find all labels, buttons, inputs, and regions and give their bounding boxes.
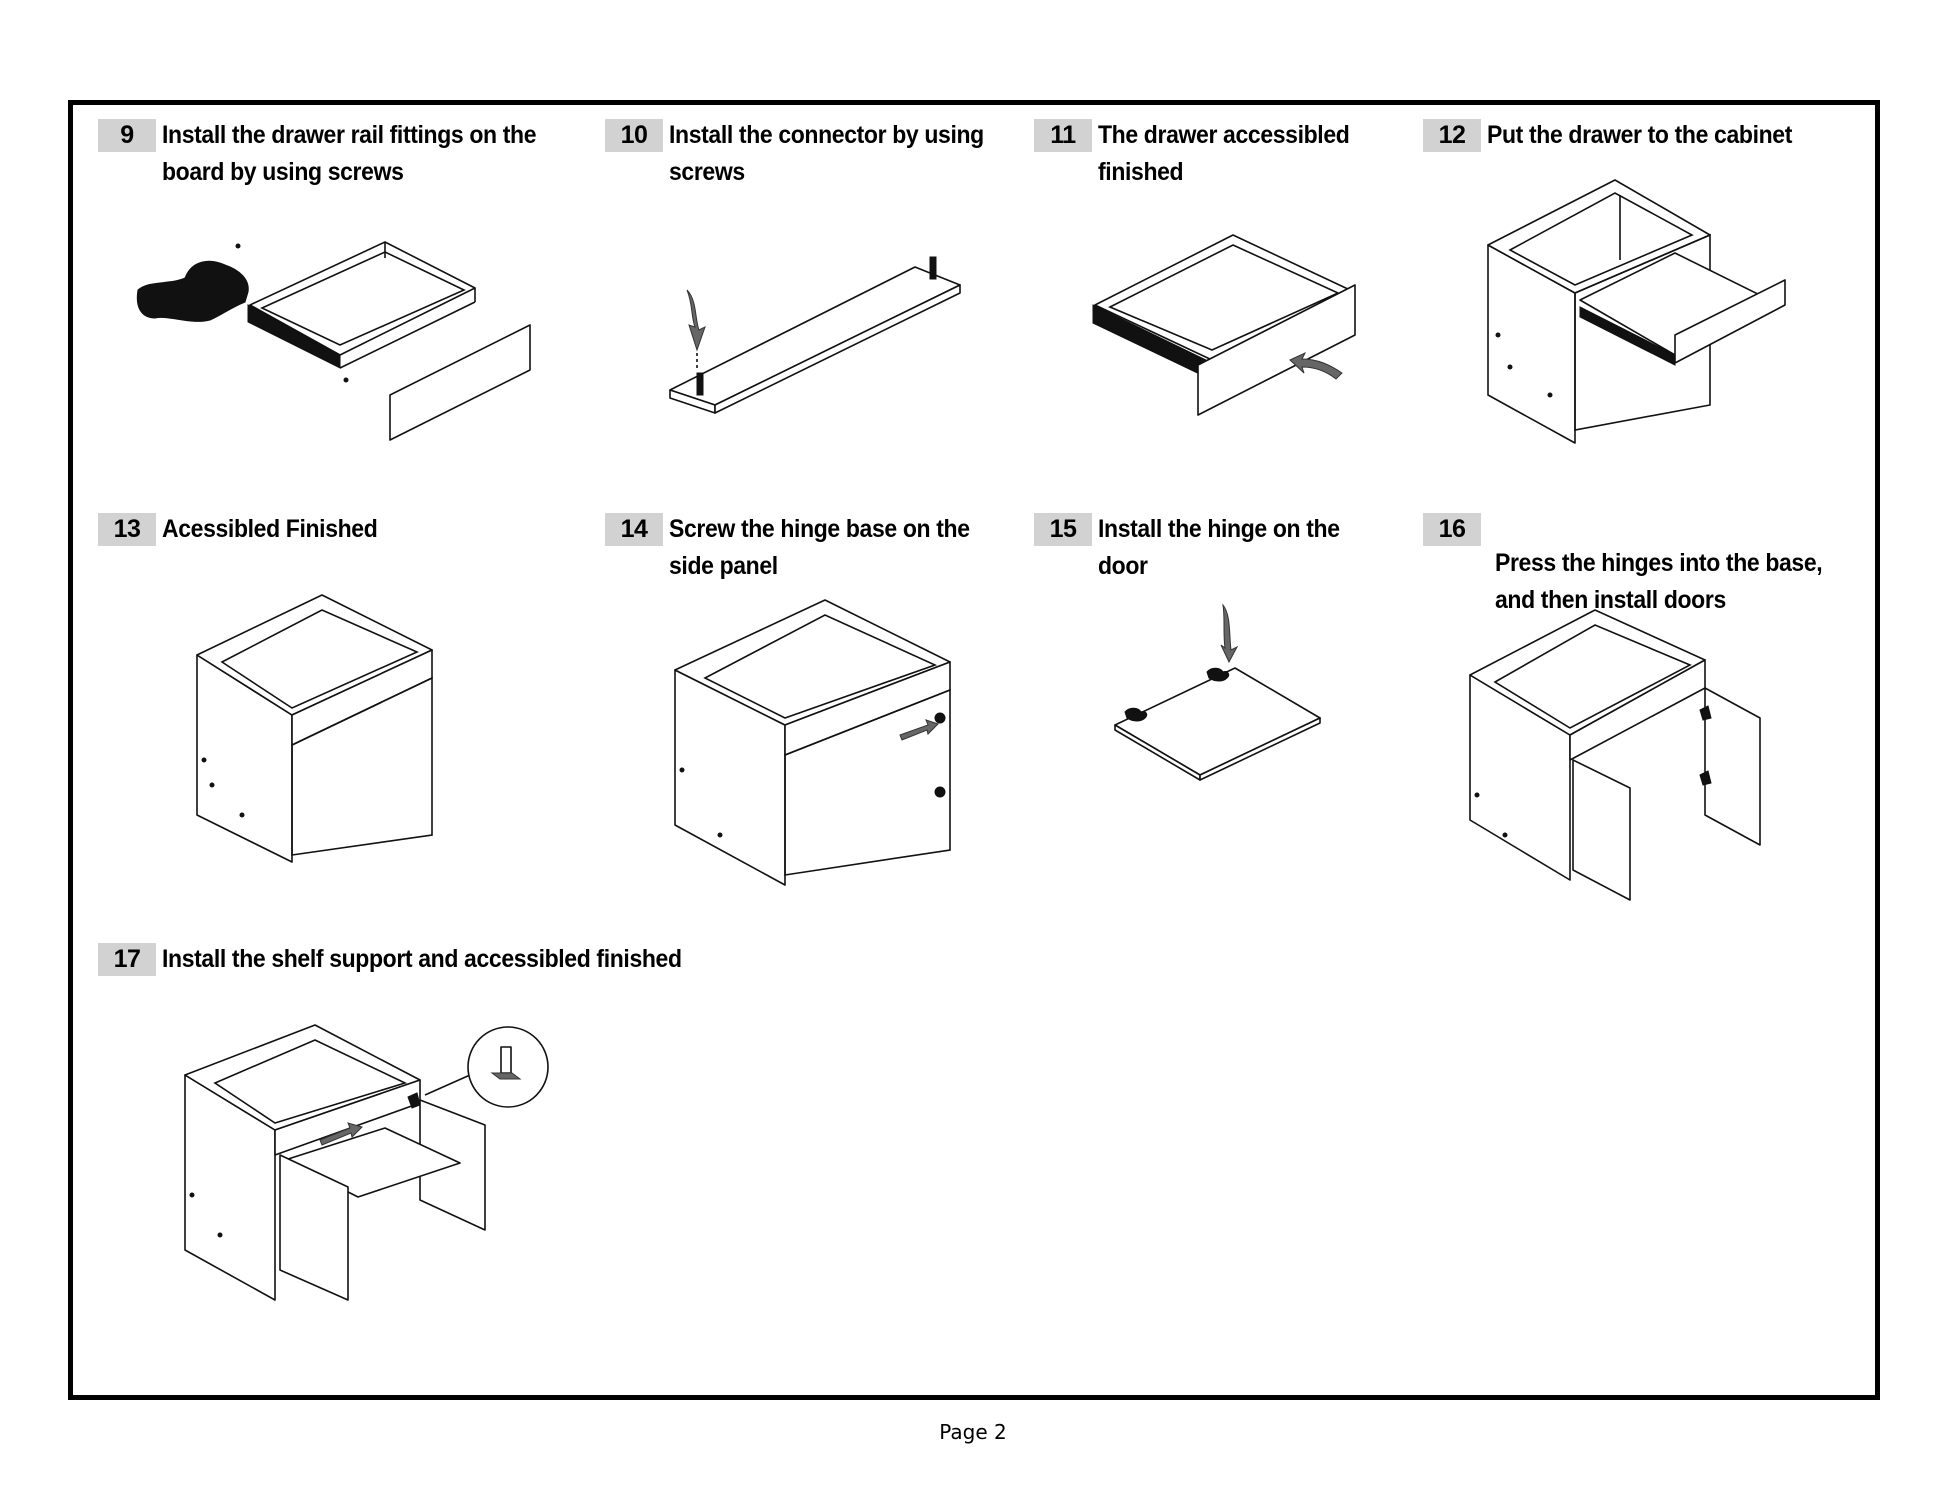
- left-door: [1573, 760, 1630, 900]
- drawer-front-panel: [390, 325, 530, 440]
- connector-icon: [697, 373, 703, 395]
- hinge-icon: [1207, 668, 1229, 681]
- drawer-front: [1675, 280, 1785, 363]
- step-10-heading: 10 Install the connector by using screws: [605, 119, 1039, 191]
- step-14-illustration: [670, 600, 960, 890]
- hinge-base-icon: [935, 713, 945, 723]
- step-11-illustration: [1090, 235, 1370, 395]
- step-9-heading: 9 Install the drawer rail fittings on th…: [98, 119, 582, 191]
- step-16-heading: 16: [1423, 513, 1487, 546]
- step-16-title: Press the hinges into the base, and then…: [1495, 549, 1823, 614]
- step-17-heading: 17 Install the shelf support and accessi…: [98, 943, 862, 978]
- shelf-support-icon: [501, 1047, 511, 1073]
- hinge-icon: [408, 1093, 420, 1108]
- step-number-badge: 12: [1423, 119, 1481, 152]
- left-door: [280, 1155, 348, 1300]
- board: [670, 267, 960, 405]
- step-16-illustration: [1465, 610, 1775, 900]
- hinge-icon: [1700, 706, 1711, 720]
- step-number-badge: 16: [1423, 513, 1481, 546]
- hinge-icon: [1125, 708, 1147, 721]
- door-panel: [1115, 668, 1320, 775]
- step-title: Install the connector by using screws: [669, 121, 984, 186]
- step-number-badge: 10: [605, 119, 663, 152]
- step-title: Acessibled Finished: [162, 515, 378, 543]
- step-title: Install the drawer rail fittings on the …: [162, 121, 537, 186]
- step-13-illustration: [192, 590, 442, 860]
- step-12-heading: 12 Put the drawer to the cabinet: [1423, 119, 1867, 154]
- step-11-heading: 11 The drawer accessibled finished: [1034, 119, 1408, 191]
- step-10-illustration: [665, 255, 975, 405]
- arrow-down-icon: [687, 290, 705, 350]
- hinge-icon: [1700, 771, 1711, 785]
- step-12-illustration: [1480, 175, 1810, 445]
- step-number-badge: 13: [98, 513, 156, 546]
- right-door: [1705, 688, 1760, 845]
- drawer-front-panel: [1198, 285, 1355, 415]
- step-13-heading: 13 Acessibled Finished: [98, 513, 582, 548]
- step-17-illustration: [180, 1025, 570, 1325]
- step-15-heading: 15 Install the hinge on the door: [1034, 513, 1398, 585]
- step-number-badge: 9: [98, 119, 156, 152]
- step-title: Put the drawer to the cabinet: [1487, 121, 1792, 149]
- drill-icon: [137, 261, 248, 321]
- step-title: The drawer accessibled finished: [1098, 121, 1350, 186]
- page-frame: [68, 100, 1880, 1400]
- step-number-badge: 17: [98, 943, 156, 976]
- arrow-icon: [900, 720, 938, 740]
- arrow-icon: [320, 1123, 362, 1145]
- step-title: Screw the hinge base on the side panel: [669, 515, 970, 580]
- page-number: Page 2: [939, 1420, 1007, 1444]
- step-number-badge: 14: [605, 513, 663, 546]
- step-title: Install the shelf support and accessible…: [162, 945, 682, 973]
- step-number-badge: 11: [1034, 119, 1092, 152]
- step-number-badge: 15: [1034, 513, 1092, 546]
- step-title: Install the hinge on the door: [1098, 515, 1340, 580]
- step-14-heading: 14 Screw the hinge base on the side pane…: [605, 513, 1029, 585]
- arrow-down-icon: [1221, 605, 1237, 662]
- arrow-icon: [1290, 353, 1342, 379]
- step-9-illustration: [130, 230, 550, 410]
- step-15-illustration: [1105, 600, 1335, 780]
